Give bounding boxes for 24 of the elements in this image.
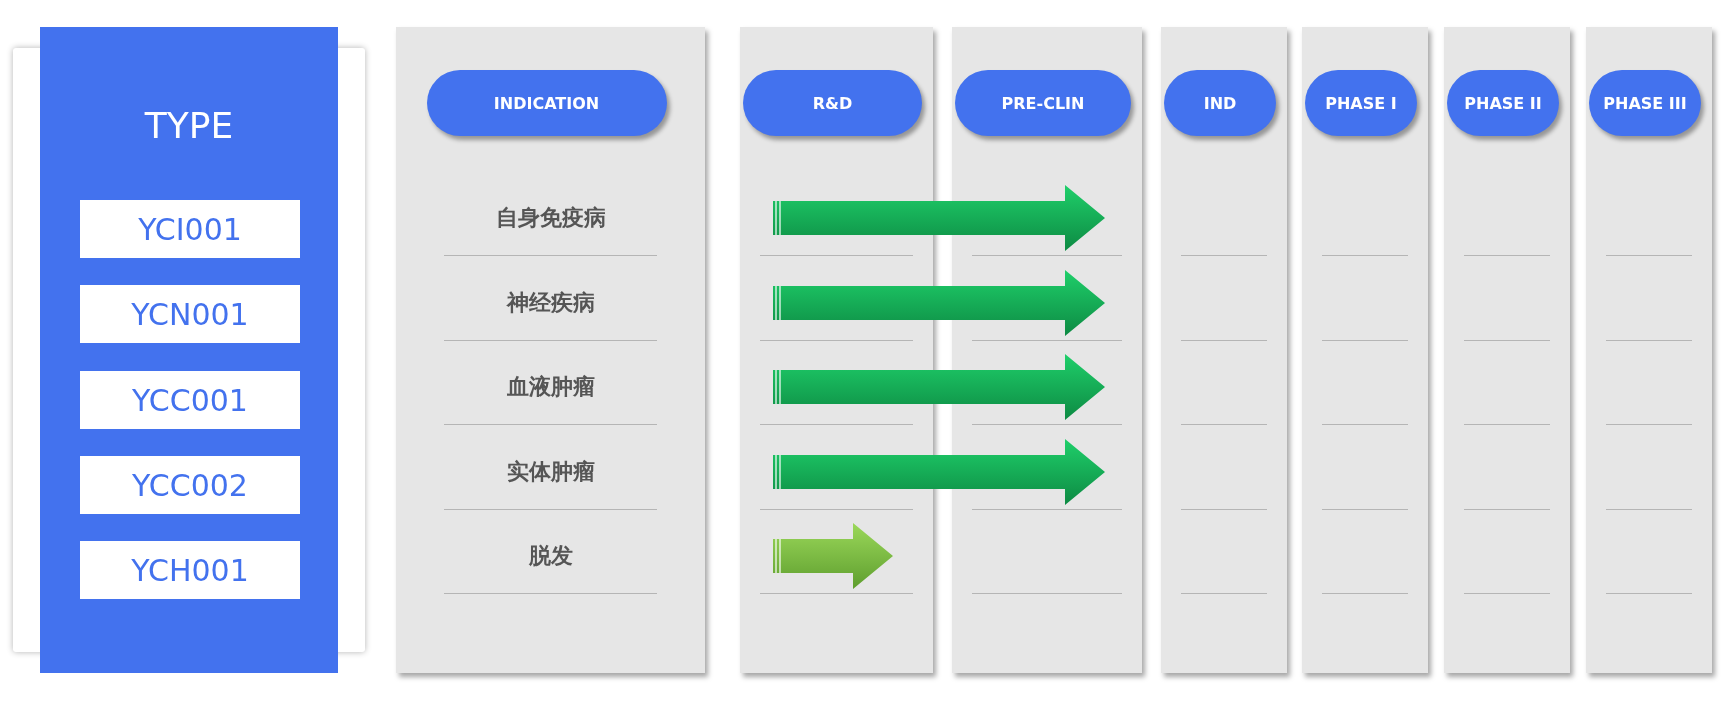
- product-code-box: YCN001: [80, 285, 300, 343]
- stage-column: [1302, 27, 1428, 673]
- type-panel: [40, 27, 338, 673]
- indication-label: 神经疾病: [505, 289, 596, 317]
- product-code-box: YCI001: [80, 200, 300, 258]
- product-code-box: YCH001: [80, 541, 300, 599]
- stage-header: PRE-CLIN: [955, 70, 1131, 136]
- product-code-box: YCC001: [80, 371, 300, 429]
- stage-column: [1444, 27, 1570, 673]
- stage-header: R&D: [743, 70, 922, 136]
- stage-header: PHASE I: [1305, 70, 1417, 136]
- stage-header: IND: [1164, 70, 1276, 136]
- product-code-box: YCC002: [80, 456, 300, 514]
- indication-label: 脱发: [527, 542, 574, 570]
- indication-label: 实体肿瘤: [505, 458, 596, 486]
- stage-header: PHASE II: [1447, 70, 1559, 136]
- stage-column: [396, 27, 705, 673]
- indication-label: 血液肿瘤: [505, 373, 596, 401]
- stage-header: INDICATION: [426, 70, 667, 136]
- stage-column: [1586, 27, 1712, 673]
- stage-column: [1161, 27, 1287, 673]
- panel-title: TYPE: [143, 105, 235, 146]
- indication-label: 自身免疫病: [494, 204, 607, 232]
- stage-header: PHASE III: [1589, 70, 1701, 136]
